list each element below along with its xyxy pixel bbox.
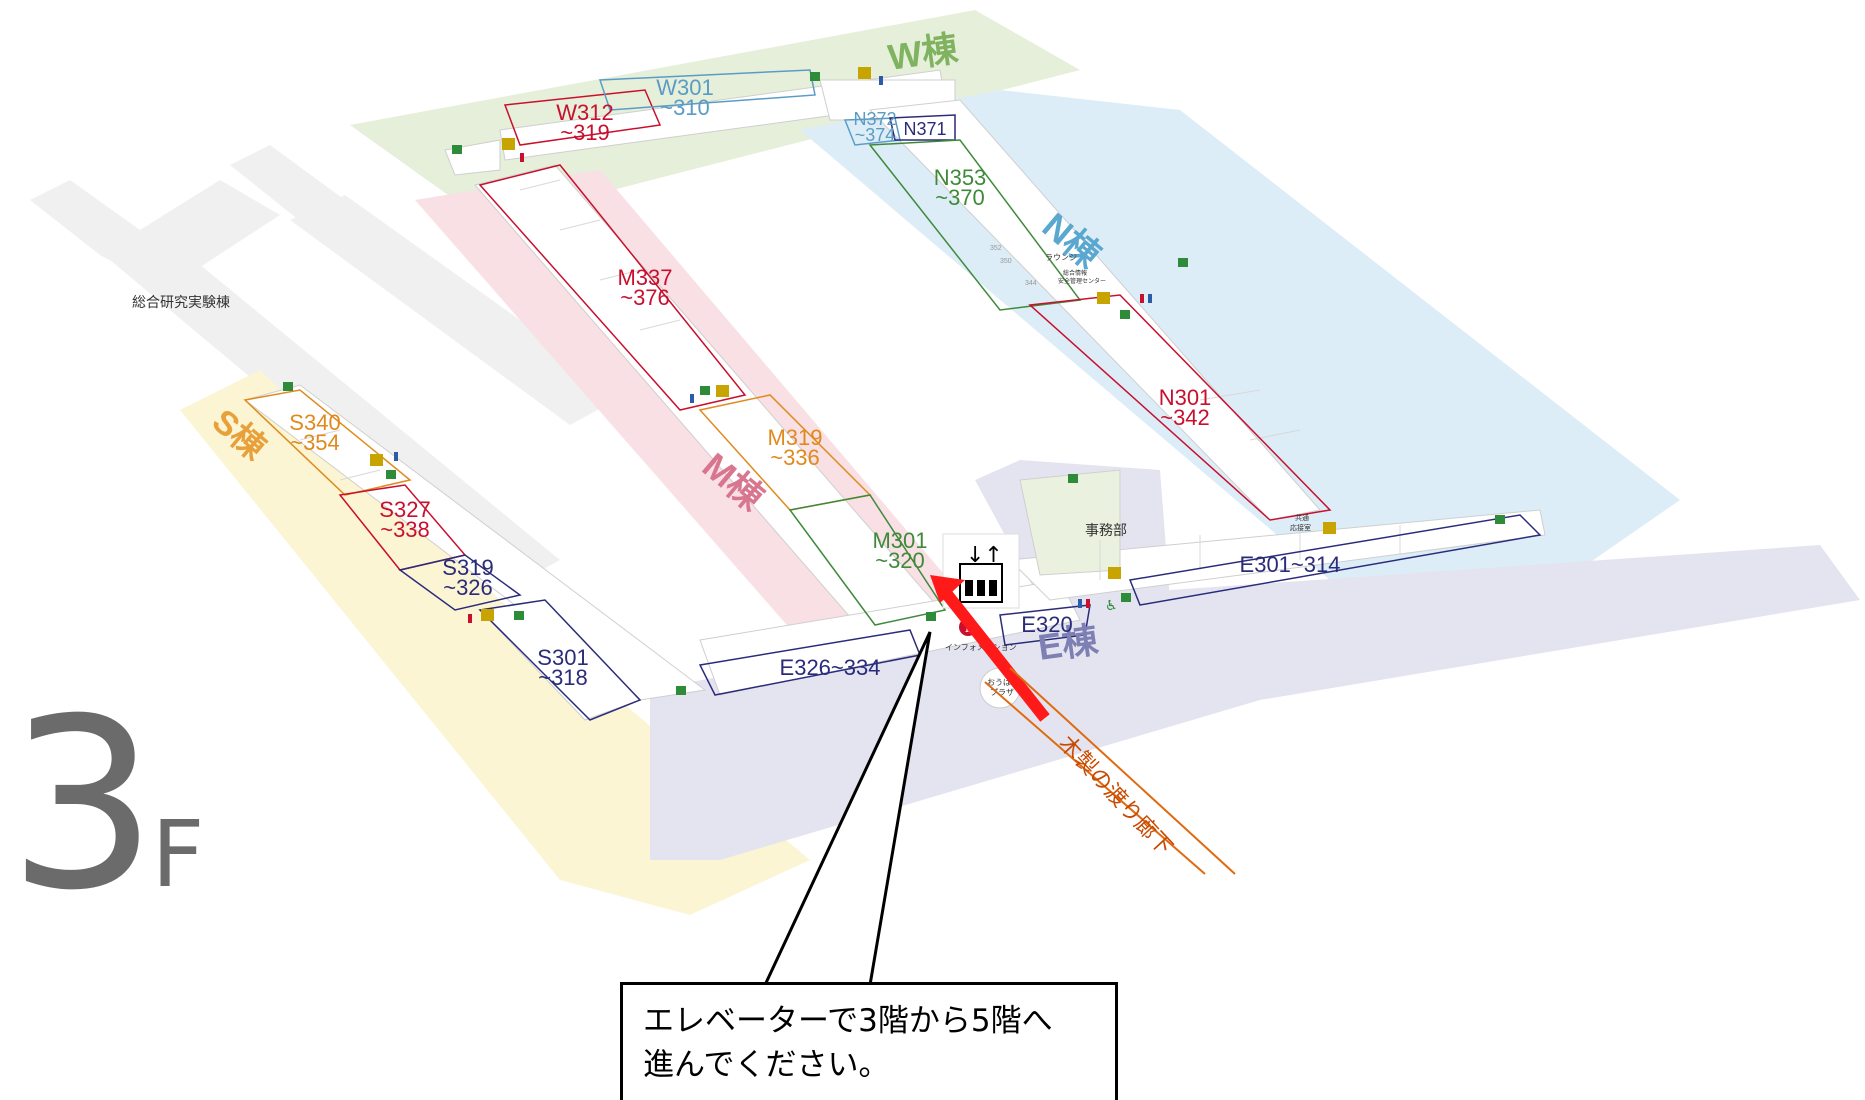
- anzen-label: 総合情報: [1063, 269, 1087, 277]
- room-grid: [299, 179, 1401, 580]
- callout-line-2: 進んでください。: [643, 1047, 890, 1083]
- info-label: インフォメーション: [945, 643, 1017, 652]
- room-block-s340: [243, 389, 412, 496]
- room-block-s319: [398, 554, 522, 611]
- room-label-e301: E301~314: [1240, 552, 1341, 577]
- route-arrow: [930, 575, 1050, 722]
- plaza-label-1: おうばく: [987, 678, 1019, 687]
- room-label-m301: M301~320: [872, 528, 927, 573]
- room-label-n301: N301~342: [1159, 385, 1212, 430]
- callout-line-1: エレベーターで3階から5階へ: [643, 1003, 1053, 1039]
- room-block-e301: [1128, 514, 1542, 606]
- room-labels: W312~319 W301~310 N372~374 N371 N353~370…: [289, 75, 1340, 690]
- building-outlines: [243, 69, 1546, 721]
- room-block-m337: [478, 164, 747, 411]
- room-label-e320: E320: [1021, 612, 1072, 637]
- room-label-s319: S319~326: [442, 555, 493, 600]
- room-label-m319: M319~336: [767, 425, 822, 470]
- room-344-label: 344: [1025, 280, 1037, 287]
- jimubu-label: 事務部: [1085, 522, 1127, 538]
- bridge-label: 木製の渡り廊下: [1054, 731, 1177, 861]
- room-label-n372: N372~374: [853, 109, 896, 145]
- room-block-e320: [999, 604, 1091, 646]
- room-block-m301: [788, 494, 947, 626]
- map-icons: ♿ i: [283, 67, 1505, 695]
- sogo-label: 総合研究実験棟: [132, 294, 230, 310]
- e-wing-band: [650, 545, 1860, 860]
- room-label-n353: N353~370: [934, 165, 987, 210]
- room-block-w301: [598, 69, 816, 111]
- room-label-s327: S327~338: [379, 497, 430, 542]
- room-label-n371: N371: [903, 119, 946, 139]
- wheelchair-icon: ♿: [1105, 598, 1118, 614]
- plaza-label-2: プラザ: [990, 688, 1014, 697]
- person-icon: [394, 76, 1152, 623]
- room-352-label: 352: [990, 245, 1002, 252]
- room-block-w312: [503, 89, 662, 146]
- floor-suffix: F: [151, 801, 205, 908]
- room-label-w301: W301~310: [656, 75, 713, 120]
- room-block-n301: [1028, 294, 1332, 521]
- room-label-s301: S301~318: [537, 645, 588, 690]
- kyotsu-label: 共通: [1295, 513, 1309, 522]
- room-block-s301: [478, 599, 642, 721]
- room-label-m337: M337~376: [617, 265, 672, 310]
- room-label-w312: W312~319: [556, 100, 613, 145]
- room-label-e326: E326~334: [780, 655, 881, 680]
- callout-box: エレベーターで3階から5階へ 進んでください。: [620, 982, 1118, 1100]
- floor-number: 3: [8, 669, 157, 942]
- kyotsu2-label: 応接室: [1290, 523, 1311, 532]
- anzen2-label: 安全管理センター: [1058, 277, 1106, 285]
- wooden-bridge: [984, 667, 1236, 875]
- room-label-s340: S340~354: [289, 410, 340, 455]
- restroom-icon: [370, 67, 1336, 621]
- wing-label-e: E棟: [1035, 619, 1101, 668]
- lounge-label: ラウンジ: [1045, 253, 1077, 262]
- wing-label-w: W棟: [885, 27, 961, 77]
- room-350-label: 350: [1000, 258, 1012, 265]
- floor-indicator: 3F: [8, 688, 204, 923]
